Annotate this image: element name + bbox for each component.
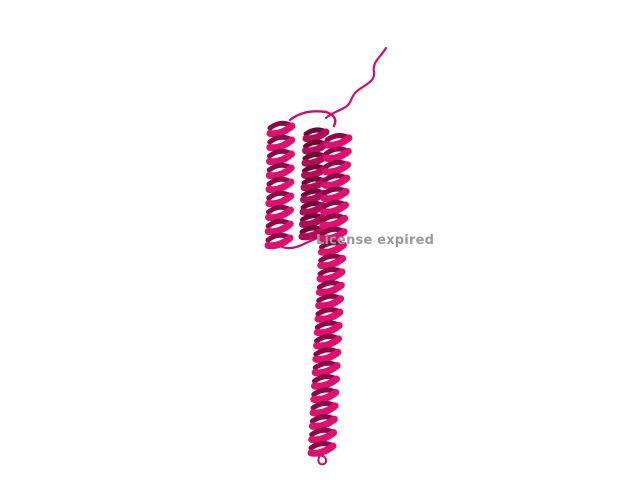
n-terminal-coil [324, 46, 388, 120]
helix-turn-front [265, 206, 294, 222]
helix-turn-front [313, 335, 343, 350]
helix-turn-front [307, 442, 337, 457]
helix-turn-front [322, 147, 352, 163]
license-watermark: License expired [316, 233, 435, 248]
helix-turn-front [264, 234, 294, 250]
helix-turn-front [266, 150, 295, 166]
helix-turn-front [320, 201, 350, 216]
helix-turn-front [300, 189, 327, 204]
helix-turn-front [316, 268, 346, 283]
helix-long [307, 133, 353, 457]
helix-turn-front [321, 174, 351, 189]
helix-turn-front [320, 188, 350, 203]
helix-turn-front [265, 164, 295, 180]
helix-turn-front [265, 178, 295, 194]
helix-turn-front [315, 295, 345, 310]
helix-turn-front [310, 388, 340, 404]
helix-turn-front [323, 134, 353, 149]
helix-turn-front [308, 415, 338, 430]
helix-left [264, 120, 296, 250]
helix-turn-front [264, 220, 294, 236]
helix-turn-front [319, 214, 349, 230]
helix-turn-front [309, 402, 339, 417]
helix-turn-front [312, 348, 342, 363]
helix-turn-front [310, 375, 340, 390]
helix-turn-front [322, 161, 352, 176]
top-loop [288, 110, 337, 128]
helix-turn-front [298, 226, 326, 241]
bottom-loop [278, 234, 324, 250]
helix-turn-front [302, 128, 330, 143]
helix-turn-front [318, 228, 348, 243]
helix-turn-front [315, 281, 345, 297]
c-terminal-coil [317, 453, 328, 466]
helix-turn-front [300, 177, 328, 192]
helix-turn-front [313, 321, 343, 337]
helix-turn-front [311, 362, 341, 377]
helix-turn-front [266, 136, 296, 152]
helix-turn-front [317, 241, 347, 256]
helix-turn-front [308, 429, 338, 444]
helix-turn-front [314, 308, 344, 323]
helix-turn-front [317, 255, 347, 270]
helix-turn-front [265, 192, 295, 208]
helix-turn-front [266, 122, 296, 138]
